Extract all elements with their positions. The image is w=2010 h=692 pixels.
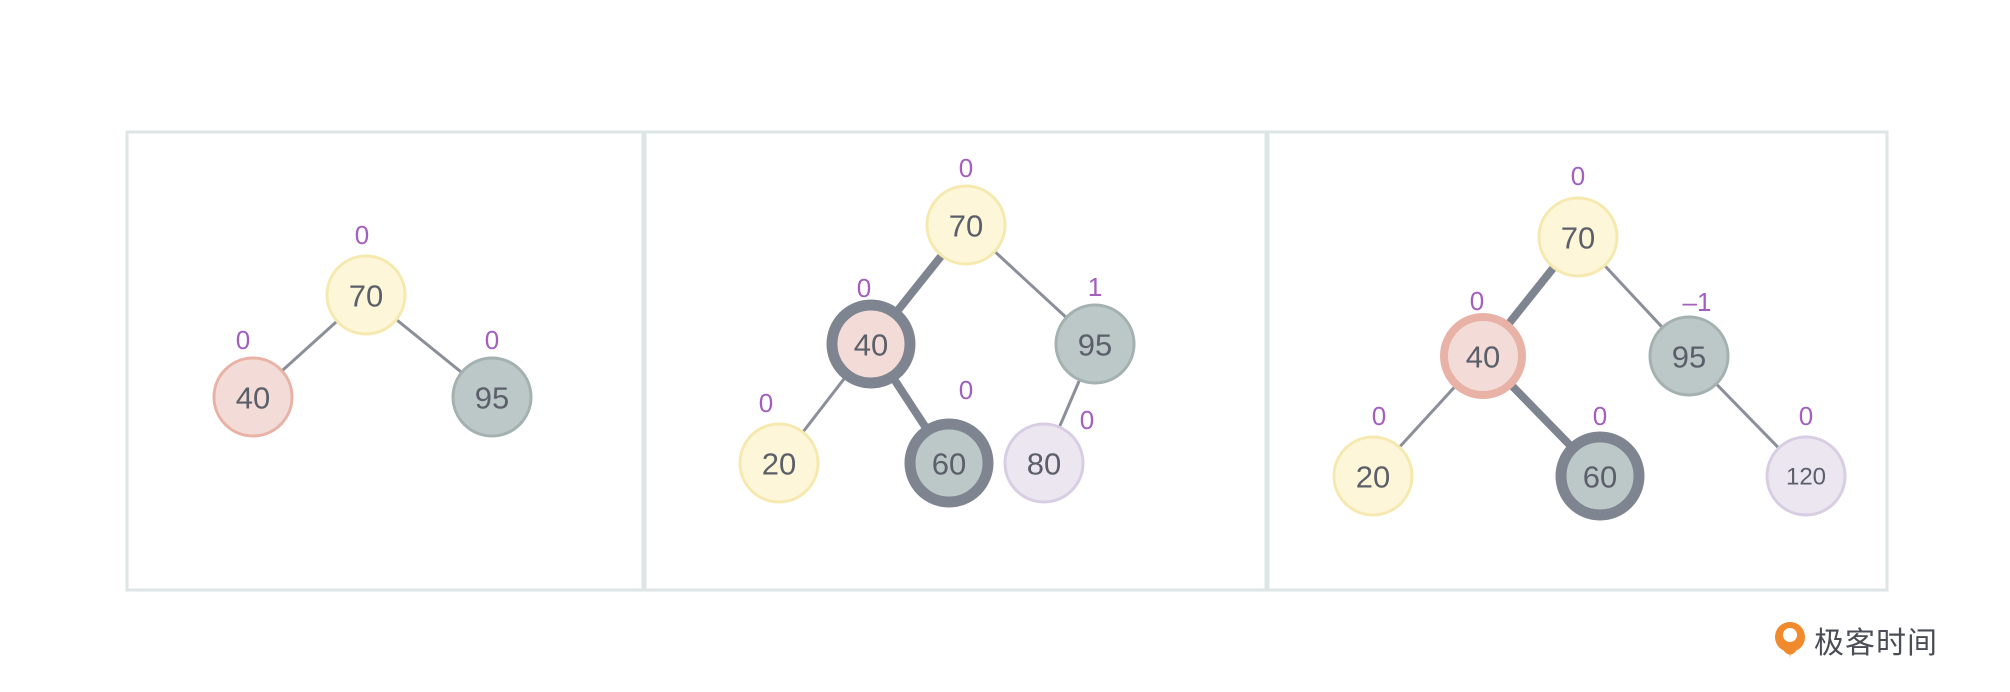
node-circle	[1537, 196, 1619, 278]
panel-2-frame	[643, 130, 1268, 592]
balance-factor-label: 0	[1080, 405, 1094, 435]
node-circle	[1332, 435, 1414, 517]
tree-node-20: 20 0	[1332, 401, 1414, 517]
node-circle	[738, 422, 820, 504]
tree-node-20: 20 0	[738, 388, 820, 504]
node-circle	[904, 418, 994, 508]
balance-factor-label: 0	[959, 375, 973, 405]
geektime-logo-icon	[1775, 622, 1805, 658]
node-label: 70	[949, 209, 983, 244]
node-circle	[212, 356, 294, 438]
tree-node-40: 40 0	[826, 273, 916, 389]
node-label: 70	[1561, 221, 1595, 256]
node-label: 40	[1466, 340, 1500, 375]
panel-1-frame	[125, 130, 645, 592]
node-label: 60	[932, 447, 966, 482]
node-label: 120	[1786, 464, 1826, 491]
node-circle	[451, 356, 533, 438]
node-label: 95	[1672, 340, 1706, 375]
node-circle	[1054, 303, 1136, 385]
node-label: 70	[349, 279, 383, 314]
balance-factor-label: 0	[1593, 401, 1607, 431]
node-circle	[826, 299, 916, 389]
node-label: 60	[1583, 460, 1617, 495]
tree-node-95: 95 0	[451, 325, 533, 438]
tree-node-40: 40 0	[1440, 286, 1526, 399]
tree-node-80: 80 0	[1003, 405, 1094, 504]
node-circle	[1003, 422, 1085, 504]
tree-nodes: 70040095070040095120060080070040095–1200…	[212, 153, 1847, 521]
tree-node-120: 120 0	[1765, 401, 1847, 517]
balance-factor-label: 0	[1799, 401, 1813, 431]
node-label: 20	[762, 447, 796, 482]
node-circle	[1648, 315, 1730, 397]
geektime-logo: 极客时间	[1772, 618, 1938, 662]
node-label: 40	[854, 328, 888, 363]
node-circle	[925, 184, 1007, 266]
balance-factor-label: 0	[1571, 161, 1585, 191]
balance-factor-label: 0	[959, 153, 973, 183]
tree-node-95: 95 1	[1054, 272, 1136, 385]
node-label: 80	[1027, 447, 1061, 482]
tree-node-60: 60 0	[1555, 401, 1645, 521]
node-circle	[325, 254, 407, 336]
node-label: 95	[475, 381, 509, 416]
node-label: 40	[236, 381, 270, 416]
node-circle	[1555, 431, 1645, 521]
balance-factor-label: 0	[355, 220, 369, 250]
tree-node-60: 60 0	[904, 375, 994, 508]
node-circle	[1440, 313, 1526, 399]
node-label: 20	[1356, 460, 1390, 495]
tree-node-95: 95 –1	[1648, 287, 1730, 397]
balance-factor-label: 0	[1372, 401, 1386, 431]
balance-factor-label: –1	[1683, 287, 1712, 317]
balance-factor-label: 0	[236, 325, 250, 355]
tree-node-70: 70 0	[925, 153, 1007, 266]
tree-node-70: 70 0	[1537, 161, 1619, 278]
panel-3-frame	[1266, 130, 1889, 592]
node-circle	[1765, 435, 1847, 517]
tree-node-40: 40 0	[212, 325, 294, 438]
balance-factor-label: 1	[1088, 272, 1102, 302]
balance-factor-label: 0	[857, 273, 871, 303]
logo-text: 极客时间	[1814, 626, 1938, 661]
balance-factor-label: 0	[485, 325, 499, 355]
balance-factor-label: 0	[1470, 286, 1484, 316]
node-label: 95	[1078, 328, 1112, 363]
tree-node-70: 70 0	[325, 220, 407, 336]
balance-factor-label: 0	[759, 388, 773, 418]
